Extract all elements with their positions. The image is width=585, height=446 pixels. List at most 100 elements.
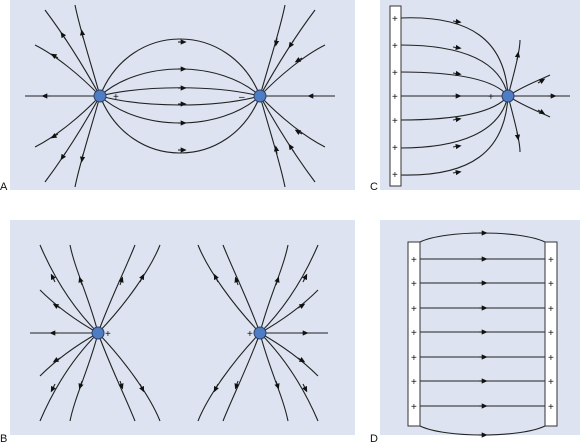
field-line-arrow-icon	[273, 37, 280, 47]
panel-b-background	[10, 220, 355, 435]
field-line-arrow-icon	[288, 143, 295, 153]
right-plate-signs: + + + + + + + +	[548, 255, 554, 413]
field-line-arrow-icon	[294, 57, 303, 63]
panel-c-background	[380, 0, 580, 190]
field-line	[99, 95, 261, 154]
charge-left	[93, 89, 107, 103]
field-line	[34, 44, 101, 97]
plate-sign: +	[411, 353, 417, 364]
field-line-arrow-icon	[537, 78, 546, 84]
field-line-arrow-icon	[288, 39, 295, 49]
field-line	[69, 244, 99, 334]
field-line	[399, 95, 509, 149]
field-line	[39, 244, 99, 334]
field-line	[74, 95, 101, 188]
field-line	[74, 4, 101, 97]
plate-sign: +	[548, 255, 554, 266]
plate-sign: +	[411, 328, 417, 339]
plate-sign: +	[411, 304, 417, 315]
field-line	[399, 17, 509, 97]
plate-signs: + + + + + + +	[392, 14, 398, 181]
field-line	[222, 332, 261, 422]
plate-sign: +	[548, 377, 554, 388]
field-line	[507, 95, 521, 153]
panel-a-arrows	[41, 29, 316, 163]
field-line-arrow-icon	[302, 273, 308, 283]
plate-sign: +	[392, 41, 398, 52]
plate-sign: +	[392, 14, 398, 25]
field-line	[97, 332, 161, 422]
field-line-arrow-icon	[139, 273, 145, 283]
plate-sign: +	[411, 255, 417, 266]
panel-b-field-lines	[30, 244, 328, 422]
plate-sign: +	[392, 143, 398, 154]
field-line-arrow-icon	[213, 383, 219, 393]
field-line	[259, 332, 319, 422]
field-line-arrow-icon	[273, 145, 280, 155]
plate-sign: +	[392, 170, 398, 181]
field-line-arrow-icon	[50, 53, 59, 59]
field-line	[197, 332, 261, 422]
panel-a-background	[10, 0, 355, 190]
plate-sign: +	[392, 92, 398, 103]
field-line	[399, 95, 509, 176]
field-line	[34, 95, 101, 148]
left-plate-signs: + + + + + + + +	[411, 255, 417, 413]
plate-sign: +	[548, 279, 554, 290]
charged-plate	[389, 5, 402, 187]
field-line	[197, 244, 261, 334]
field-line-arrow-icon	[452, 70, 462, 77]
field-line	[44, 95, 101, 183]
panel-b-label: B	[0, 433, 7, 445]
field-line	[39, 289, 99, 334]
charge-left-sign: +	[105, 329, 111, 340]
point-charge-sign: +	[488, 92, 494, 103]
field-line-arrow-icon	[60, 31, 67, 41]
panel-d: + + + + + + + + + + + + + + + +	[380, 220, 580, 438]
field-line	[259, 95, 326, 148]
panel-c-arrows	[452, 18, 557, 176]
plate-sign: +	[411, 377, 417, 388]
panel-a: + –	[10, 0, 355, 190]
field-line-arrow-icon	[118, 380, 124, 390]
field-line-arrow-icon	[452, 44, 462, 51]
field-line	[399, 71, 509, 97]
field-line-arrow-icon	[274, 276, 280, 286]
field-line	[39, 332, 99, 377]
field-line-arrow-icon	[50, 133, 59, 139]
panel-d-arrows	[479, 230, 488, 438]
field-line-arrow-icon	[118, 276, 124, 286]
field-line-arrow-icon	[213, 273, 219, 283]
field-line-arrow-icon	[79, 29, 86, 39]
plate-sign: +	[548, 353, 554, 364]
field-line-arrow-icon	[274, 380, 280, 390]
point-charge	[501, 89, 515, 103]
field-line-arrow-icon	[514, 131, 521, 141]
right-plate	[544, 241, 558, 427]
field-line	[97, 244, 161, 334]
field-line-arrow-icon	[537, 109, 546, 115]
field-line	[399, 44, 509, 97]
field-line	[259, 332, 319, 377]
field-line-arrow-icon	[234, 380, 240, 390]
field-line-arrow-icon	[79, 153, 86, 163]
panel-b-arrows	[49, 273, 309, 393]
plate-sign: +	[548, 328, 554, 339]
charge-left-sign: +	[113, 92, 119, 103]
field-line-arrow-icon	[297, 303, 306, 309]
field-line-arrow-icon	[452, 143, 462, 150]
field-line-arrow-icon	[52, 357, 61, 363]
left-plate	[407, 241, 421, 427]
panel-c: + + + + + + + +	[380, 0, 580, 190]
field-line-arrow-icon	[139, 383, 145, 393]
field-line	[259, 244, 289, 334]
panel-b: + +	[10, 220, 355, 435]
field-line	[97, 244, 136, 334]
field-line-arrow-icon	[50, 273, 56, 283]
field-line-arrow-icon	[50, 383, 56, 393]
field-line-arrow-icon	[294, 129, 303, 135]
plate-sign: +	[411, 402, 417, 413]
field-line	[69, 332, 99, 422]
field-line	[97, 332, 136, 422]
field-line	[44, 9, 101, 97]
